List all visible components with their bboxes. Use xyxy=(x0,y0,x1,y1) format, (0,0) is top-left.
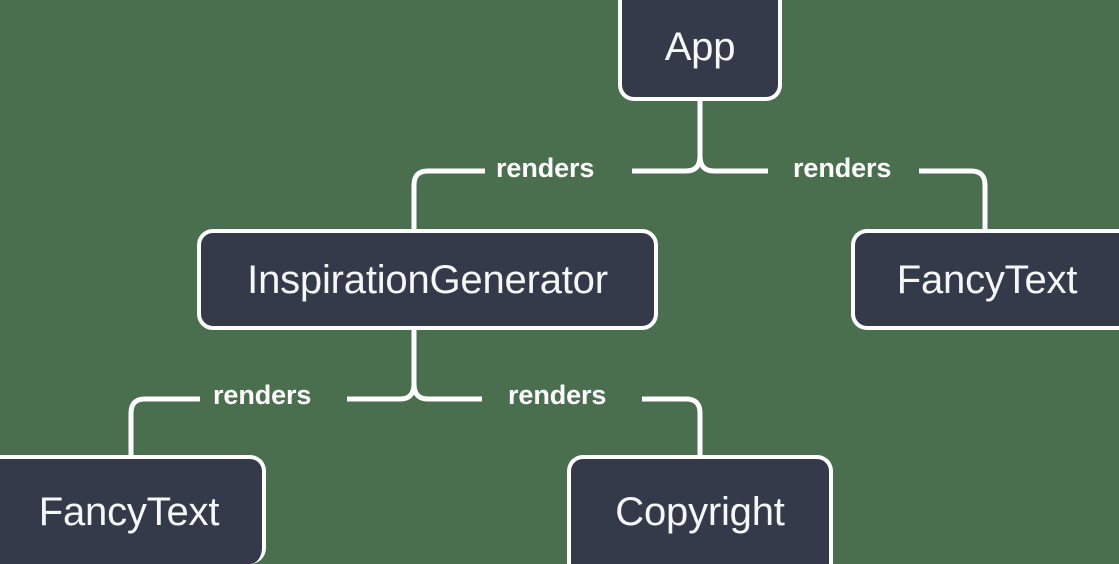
edge-label-inspiration-generator-to-fancytext-left: renders xyxy=(213,380,312,410)
node-inspiration-generator-label: InspirationGenerator xyxy=(247,257,608,302)
node-fancytext-left[interactable]: FancyText xyxy=(0,455,266,564)
edge-label-inspiration-generator-to-copyright: renders xyxy=(508,380,607,410)
node-fancytext-right-label: FancyText xyxy=(896,257,1078,302)
node-fancytext-right[interactable]: FancyText xyxy=(851,229,1119,330)
node-app[interactable]: App xyxy=(618,0,782,101)
node-copyright-label: Copyright xyxy=(615,489,785,534)
node-app-label: App xyxy=(664,24,736,69)
edge-app-to-fancytext-right xyxy=(697,155,988,229)
edge-inspiration-generator-to-copyright xyxy=(411,383,703,455)
node-copyright[interactable]: Copyright xyxy=(567,455,833,564)
node-inspiration-generator[interactable]: InspirationGenerator xyxy=(197,229,658,330)
edge-label-app-to-inspiration-generator: renders xyxy=(496,153,595,183)
edge-label-app-to-fancytext-right: renders xyxy=(793,153,892,183)
node-fancytext-left-label: FancyText xyxy=(38,489,220,534)
